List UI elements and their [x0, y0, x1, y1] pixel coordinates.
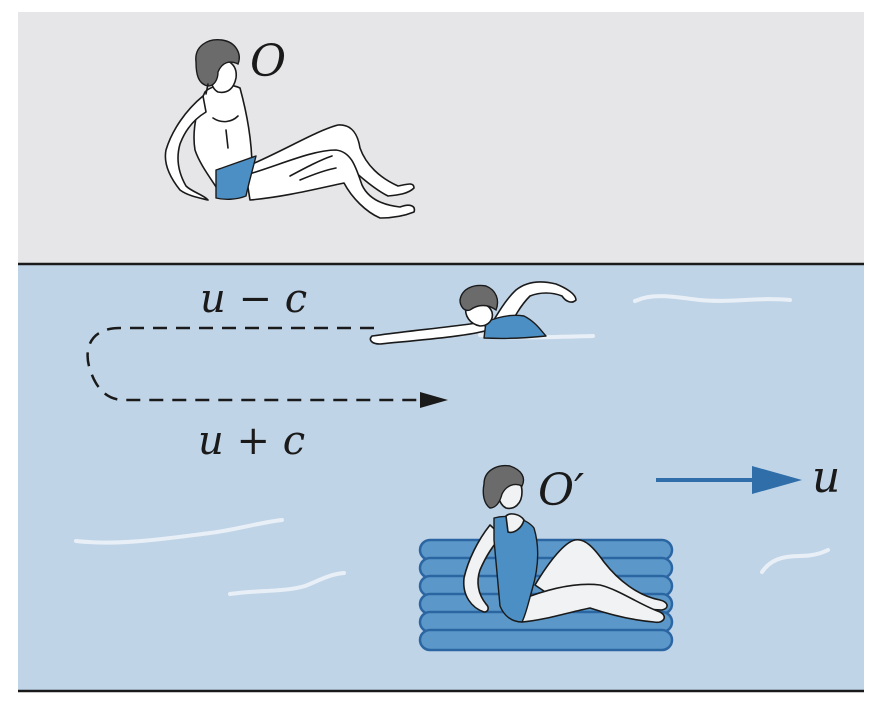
current-speed-label: u	[812, 452, 840, 503]
raft-observer-figure	[462, 464, 668, 624]
swimmer-figure	[369, 281, 577, 345]
downstream-speed-label: u + c	[198, 418, 305, 464]
round-trip-path	[86, 326, 448, 408]
upstream-speed-label: u − c	[200, 276, 307, 322]
observer-shore-label: O	[250, 36, 286, 87]
observer-raft-label: O′	[538, 465, 584, 516]
shore-region	[18, 12, 864, 264]
current-arrowhead	[752, 466, 802, 494]
water-waves	[74, 294, 830, 596]
current-arrow	[656, 466, 802, 494]
path-arrowhead	[420, 392, 448, 408]
shore-observer-figure	[164, 39, 416, 219]
